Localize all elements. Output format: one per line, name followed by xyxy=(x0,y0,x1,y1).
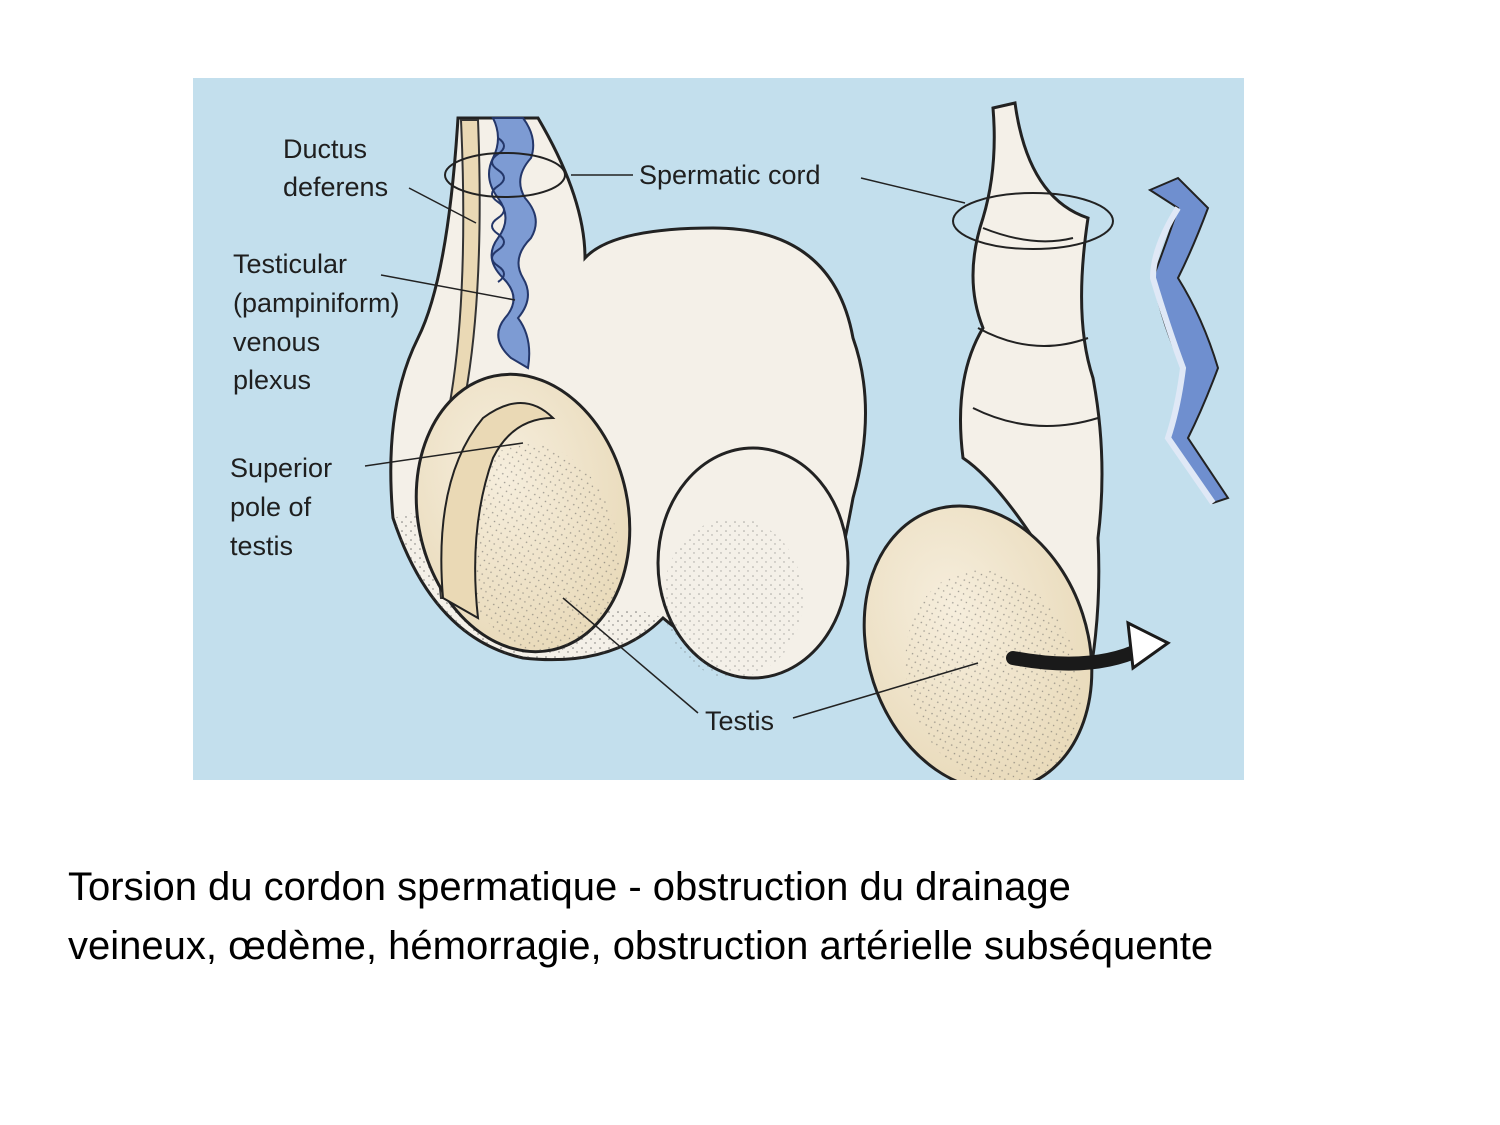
rotation-arrowhead-icon xyxy=(1126,620,1171,671)
twisted-band-highlight xyxy=(1149,206,1216,505)
label-testicular-line3: venous xyxy=(233,327,320,357)
label-testicular-line2: (pampiniform) xyxy=(233,288,400,318)
label-testicular-line1: Testicular xyxy=(233,249,347,279)
label-superior-line3: testis xyxy=(230,531,293,561)
label-testis: Testis xyxy=(705,706,774,736)
caption-line-1: Torsion du cordon spermatique - obstruct… xyxy=(68,865,1071,909)
right-lobe-stipple xyxy=(663,518,803,678)
left-cord-ring xyxy=(444,152,566,198)
epididymis xyxy=(440,402,556,620)
label-ductus-line1: Ductus xyxy=(283,134,367,164)
torsed-testis-stipple xyxy=(905,570,1081,780)
label-ductus-line2: deferens xyxy=(283,172,388,202)
anatomy-figure: Ductus deferens Spermatic cord Testicula… xyxy=(193,78,1244,780)
label-testicular-line4: plexus xyxy=(233,365,311,395)
right-cord-ring xyxy=(952,192,1114,250)
slide-caption: Torsion du cordon spermatique - obstruct… xyxy=(68,858,1468,976)
caption-line-2: veineux, œdème, hémorragie, obstruction … xyxy=(68,924,1214,968)
left-testis-stipple xyxy=(456,443,620,653)
label-superior-line2: pole of xyxy=(230,492,312,522)
label-superior-line1: Superior xyxy=(230,453,332,483)
cord-twist-lines xyxy=(972,227,1099,427)
leader-lines xyxy=(364,174,979,719)
venous-plexus xyxy=(488,117,537,370)
venous-plexus-coils xyxy=(491,137,505,283)
label-spermatic-cord: Spermatic cord xyxy=(639,160,821,190)
